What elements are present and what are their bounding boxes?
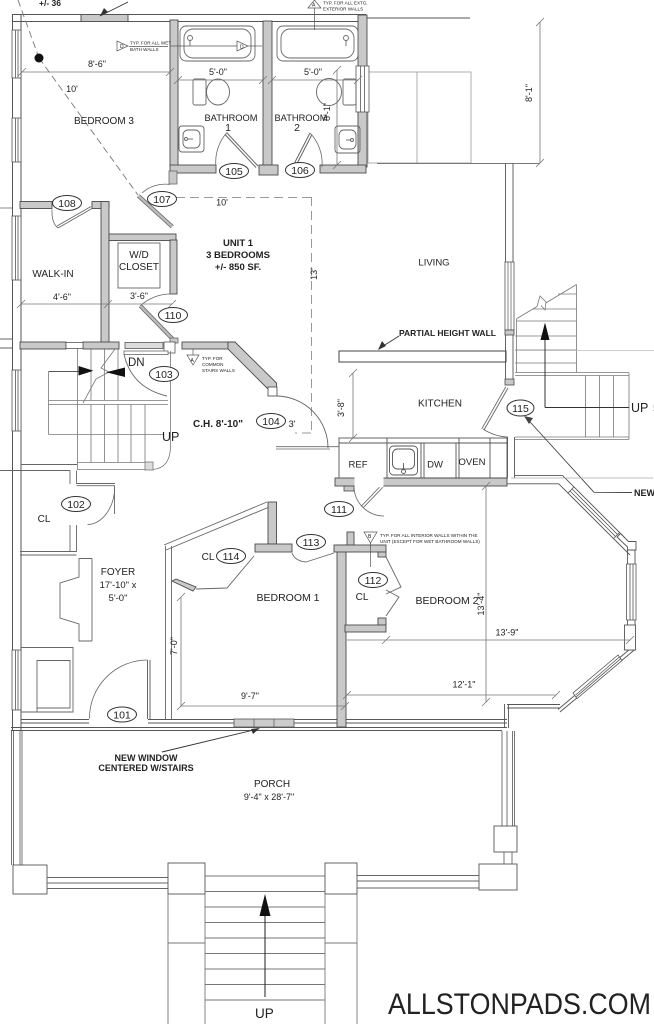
svg-text:BEDROOM 1: BEDROOM 1 <box>256 592 319 604</box>
svg-text:UP: UP <box>631 401 648 415</box>
svg-text:3'-6": 3'-6" <box>130 291 148 301</box>
svg-text:NEW WINDOW: NEW WINDOW <box>115 753 178 763</box>
svg-text:103: 103 <box>155 369 173 381</box>
svg-text:EXTERIOR WALLS: EXTERIOR WALLS <box>323 7 363 12</box>
svg-text:ALLSTONPADS.COM: ALLSTONPADS.COM <box>388 988 651 1021</box>
svg-text:12'-1": 12'-1" <box>453 680 476 690</box>
svg-text:TYP. FOR: TYP. FOR <box>202 356 223 361</box>
svg-text:8'-1": 8'-1" <box>322 103 332 121</box>
svg-text:4'-6": 4'-6" <box>53 292 71 302</box>
svg-text:BATHROOM: BATHROOM <box>204 113 257 123</box>
svg-text:8'-1": 8'-1" <box>524 84 534 102</box>
svg-text:10': 10' <box>216 198 228 208</box>
svg-text:3': 3' <box>288 419 295 430</box>
svg-text:3'-8": 3'-8" <box>336 399 346 417</box>
svg-text:108: 108 <box>58 198 76 210</box>
svg-text:113: 113 <box>303 537 320 549</box>
svg-text:UP: UP <box>162 430 179 444</box>
svg-text:CENTERED W/STAIRS: CENTERED W/STAIRS <box>98 763 193 773</box>
svg-text:UNIT (EXCEPT FOR WET BATHROOM: UNIT (EXCEPT FOR WET BATHROOM WALLS) <box>380 539 480 544</box>
svg-text:CL: CL <box>38 514 51 525</box>
svg-text:LIVING: LIVING <box>418 258 449 269</box>
svg-text:114: 114 <box>223 551 240 563</box>
svg-text:FOYER: FOYER <box>101 567 135 578</box>
svg-text:KITCHEN: KITCHEN <box>418 399 462 410</box>
svg-text:UP: UP <box>255 1006 274 1021</box>
svg-text:TYP. FOR ALL WET: TYP. FOR ALL WET <box>130 41 171 46</box>
svg-text:CL: CL <box>202 552 215 563</box>
svg-text:STAIRS WALLS: STAIRS WALLS <box>202 368 235 373</box>
svg-text:NEW: NEW <box>634 488 654 498</box>
svg-text:102: 102 <box>67 499 85 511</box>
svg-text:CL: CL <box>356 592 369 603</box>
svg-text:D: D <box>120 44 124 50</box>
svg-text:+/- 36: +/- 36 <box>39 0 61 8</box>
svg-text:A: A <box>191 358 195 364</box>
svg-text:105: 105 <box>225 166 243 178</box>
svg-text:PARTIAL HEIGHT WALL: PARTIAL HEIGHT WALL <box>399 328 496 338</box>
svg-text:BATH WALLS: BATH WALLS <box>130 47 159 52</box>
svg-text:107: 107 <box>153 194 171 206</box>
svg-text:101: 101 <box>113 710 131 722</box>
svg-text:OVEN: OVEN <box>459 457 486 468</box>
svg-text:106: 106 <box>291 165 309 177</box>
svg-text:WALK-IN: WALK-IN <box>32 269 73 280</box>
svg-text:112: 112 <box>365 575 382 587</box>
svg-text:+/- 850 SF.: +/- 850 SF. <box>215 262 261 273</box>
svg-text:13'-4": 13'-4" <box>476 593 486 616</box>
svg-text:W/D: W/D <box>129 250 148 261</box>
svg-text:PORCH: PORCH <box>254 779 290 790</box>
svg-text:REF: REF <box>349 460 368 471</box>
svg-text:DW: DW <box>427 460 443 471</box>
svg-text:1: 1 <box>225 122 231 134</box>
svg-text:COMMON: COMMON <box>202 362 223 367</box>
svg-text:DN: DN <box>128 357 145 369</box>
svg-text:110: 110 <box>165 310 182 322</box>
svg-text:9'-7": 9'-7" <box>241 691 259 701</box>
svg-text:B: B <box>368 534 372 540</box>
svg-text:13'-9": 13'-9" <box>496 628 519 638</box>
svg-text:TYP. FOR ALL INTERIOR WALLS WI: TYP. FOR ALL INTERIOR WALLS WITHIN THE <box>380 533 478 538</box>
svg-text:UNIT 1: UNIT 1 <box>223 238 254 249</box>
svg-text:17'-10" x: 17'-10" x <box>100 580 137 591</box>
svg-text:13': 13' <box>309 268 319 280</box>
svg-text:3 BEDROOMS: 3 BEDROOMS <box>206 250 270 261</box>
svg-text:CLOSET: CLOSET <box>119 262 159 273</box>
svg-text:5'-0": 5'-0" <box>209 67 227 77</box>
svg-text:A: A <box>312 3 316 9</box>
svg-text:TYP. FOR ALL EXTG.: TYP. FOR ALL EXTG. <box>323 1 368 6</box>
svg-text:8'-6": 8'-6" <box>88 59 106 69</box>
svg-text:5'-0": 5'-0" <box>109 593 128 604</box>
svg-text:D: D <box>240 45 244 51</box>
svg-text:C.H. 8'-10": C.H. 8'-10" <box>193 419 243 430</box>
svg-text:10': 10' <box>66 84 78 94</box>
svg-text:2: 2 <box>294 122 300 134</box>
svg-text:BEDROOM 2: BEDROOM 2 <box>415 595 478 607</box>
svg-text:7'-0": 7'-0" <box>169 637 179 655</box>
svg-text:9'-4" x 28'-7": 9'-4" x 28'-7" <box>244 792 294 802</box>
svg-text:BEDROOM 3: BEDROOM 3 <box>74 116 134 127</box>
svg-text:5'-0": 5'-0" <box>304 67 322 77</box>
svg-text:115: 115 <box>512 403 529 415</box>
svg-text:111: 111 <box>331 504 347 516</box>
svg-text:104: 104 <box>262 416 280 428</box>
svg-text:BATHROOM: BATHROOM <box>274 113 327 123</box>
